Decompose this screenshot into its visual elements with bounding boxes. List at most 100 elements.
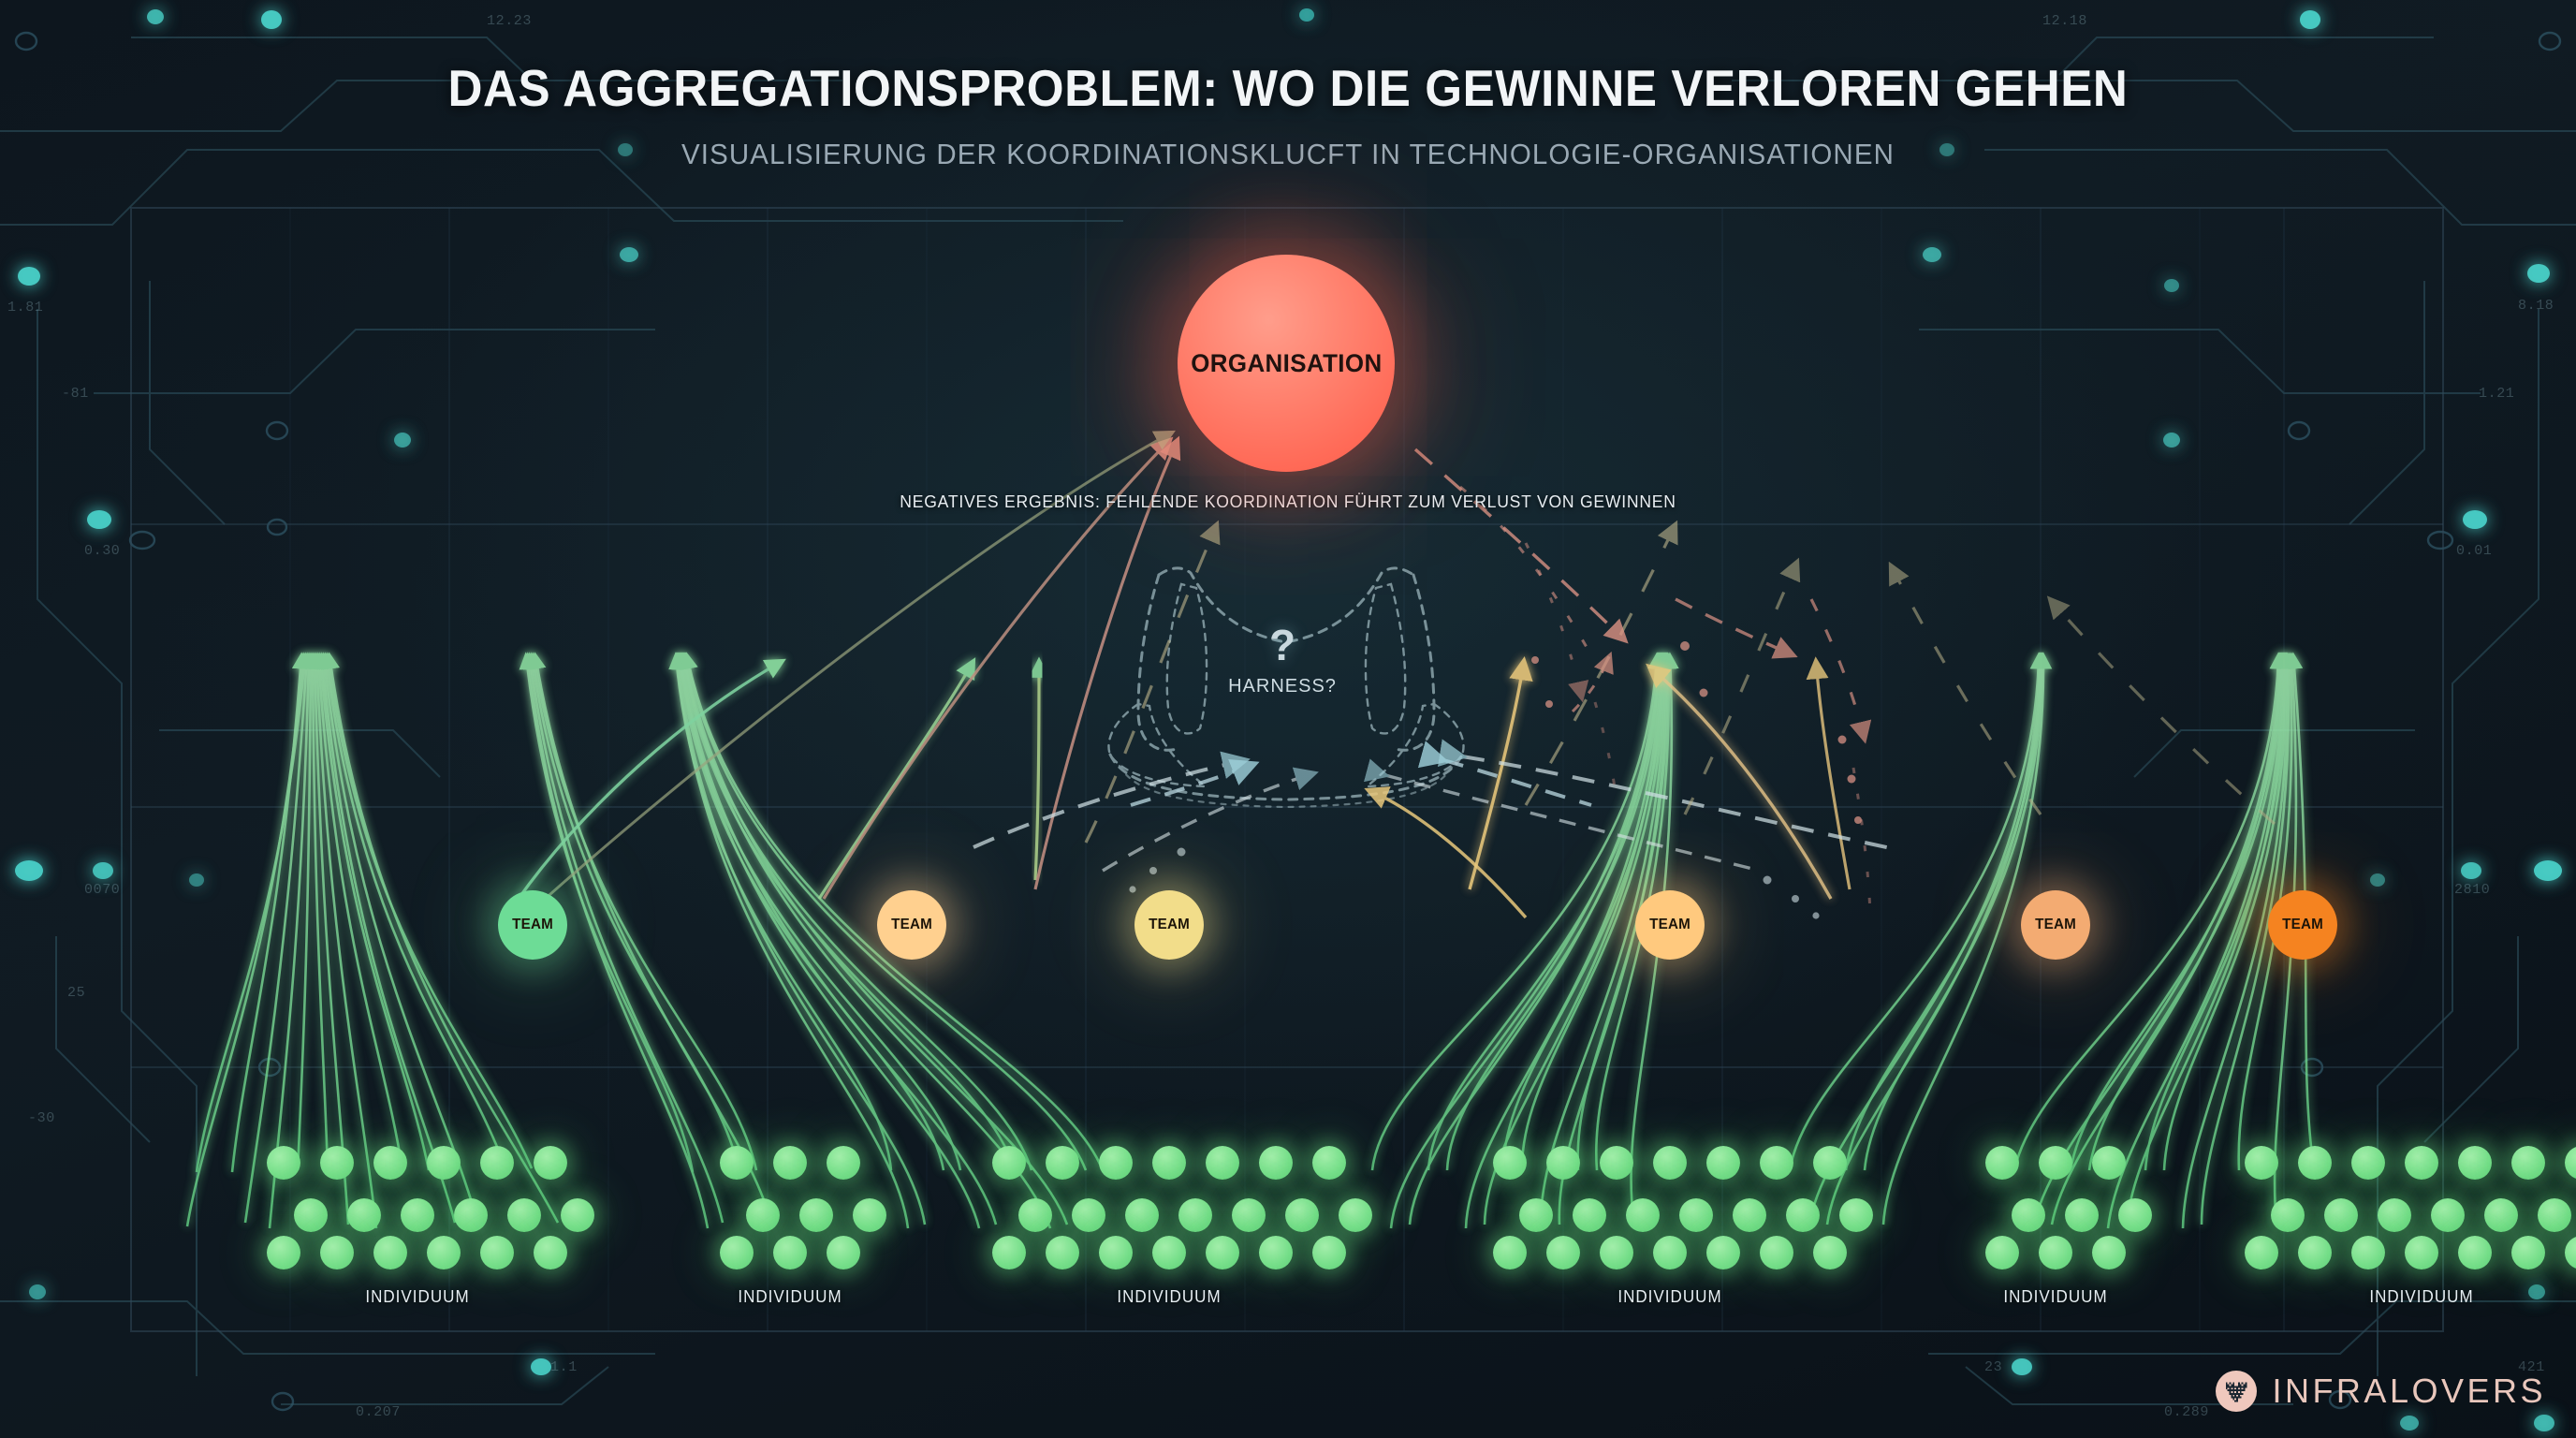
individual-node[interactable] (1652, 1236, 1687, 1269)
individual-node[interactable] (1599, 1146, 1633, 1180)
individual-node[interactable] (2484, 1198, 2519, 1232)
individual-node[interactable] (772, 1146, 807, 1180)
individual-node[interactable] (2510, 1236, 2545, 1269)
individual-node[interactable] (1258, 1236, 1293, 1269)
individual-node[interactable] (2091, 1236, 2126, 1269)
individual-node[interactable] (2350, 1236, 2385, 1269)
individual-node[interactable] (2038, 1236, 2072, 1269)
team-node-2[interactable]: TEAM (877, 890, 947, 960)
individual-node[interactable] (267, 1146, 301, 1180)
individual-node[interactable] (1573, 1198, 1607, 1232)
individual-node[interactable] (1285, 1198, 1320, 1232)
individual-node[interactable] (2350, 1146, 2385, 1180)
individual-node[interactable] (2271, 1198, 2305, 1232)
individual-node[interactable] (400, 1198, 434, 1232)
individual-node[interactable] (1258, 1146, 1293, 1180)
individual-node[interactable] (1759, 1146, 1793, 1180)
team-node-4[interactable]: TEAM (1634, 890, 1705, 960)
individual-node[interactable] (991, 1236, 1026, 1269)
individual-node[interactable] (373, 1146, 408, 1180)
individual-node[interactable] (1178, 1198, 1213, 1232)
individual-node[interactable] (1705, 1236, 1740, 1269)
individual-node[interactable] (1098, 1146, 1133, 1180)
individual-node[interactable] (826, 1236, 860, 1269)
individual-node[interactable] (1519, 1198, 1554, 1232)
individual-node[interactable] (1492, 1236, 1527, 1269)
individual-node[interactable] (2244, 1146, 2278, 1180)
individual-node[interactable] (1098, 1236, 1133, 1269)
individual-node[interactable] (719, 1236, 754, 1269)
individual-node[interactable] (320, 1236, 355, 1269)
individual-node[interactable] (2118, 1198, 2153, 1232)
individual-node[interactable] (453, 1198, 488, 1232)
individual-node[interactable] (2457, 1236, 2492, 1269)
individual-node[interactable] (799, 1198, 834, 1232)
individual-node[interactable] (1599, 1236, 1633, 1269)
individual-node[interactable] (2431, 1198, 2466, 1232)
individual-node[interactable] (2564, 1236, 2576, 1269)
individual-node[interactable] (746, 1198, 781, 1232)
individual-node[interactable] (772, 1236, 807, 1269)
individual-node[interactable] (2378, 1198, 2412, 1232)
individual-node[interactable] (1232, 1198, 1266, 1232)
individual-node[interactable] (719, 1146, 754, 1180)
individual-node[interactable] (2324, 1198, 2359, 1232)
individual-node[interactable] (2244, 1236, 2278, 1269)
individual-node[interactable] (2297, 1236, 2332, 1269)
individual-node[interactable] (1045, 1146, 1079, 1180)
individual-node[interactable] (1705, 1146, 1740, 1180)
individual-node[interactable] (1679, 1198, 1714, 1232)
team-node-1[interactable]: TEAM (498, 890, 568, 960)
individual-node[interactable] (1786, 1198, 1821, 1232)
individual-node[interactable] (1626, 1198, 1661, 1232)
individual-node[interactable] (2404, 1146, 2438, 1180)
organisation-node[interactable]: ORGANISATION (1178, 255, 1395, 472)
individual-node[interactable] (1151, 1236, 1186, 1269)
individual-node[interactable] (427, 1146, 461, 1180)
individual-node[interactable] (1984, 1236, 2019, 1269)
individual-node[interactable] (480, 1236, 515, 1269)
individual-node[interactable] (1205, 1236, 1239, 1269)
individual-node[interactable] (2457, 1146, 2492, 1180)
individual-node[interactable] (853, 1198, 887, 1232)
individual-node[interactable] (1018, 1198, 1053, 1232)
individual-node[interactable] (1045, 1236, 1079, 1269)
individual-node[interactable] (2404, 1236, 2438, 1269)
individual-node[interactable] (534, 1146, 568, 1180)
individual-node[interactable] (1733, 1198, 1767, 1232)
individual-node[interactable] (1205, 1146, 1239, 1180)
individual-node[interactable] (1311, 1146, 1346, 1180)
individual-node[interactable] (506, 1198, 541, 1232)
individual-node[interactable] (2564, 1146, 2576, 1180)
individual-node[interactable] (2510, 1146, 2545, 1180)
team-node-3[interactable]: TEAM (1134, 890, 1204, 960)
individual-node[interactable] (2538, 1198, 2572, 1232)
individual-node[interactable] (2038, 1146, 2072, 1180)
individual-node[interactable] (320, 1146, 355, 1180)
team-node-5[interactable]: TEAM (2020, 890, 2090, 960)
individual-node[interactable] (1125, 1198, 1160, 1232)
team-node-6[interactable]: TEAM (2267, 890, 2337, 960)
individual-node[interactable] (2091, 1146, 2126, 1180)
individual-node[interactable] (1652, 1146, 1687, 1180)
individual-node[interactable] (1545, 1146, 1580, 1180)
individual-node[interactable] (1759, 1236, 1793, 1269)
individual-node[interactable] (1151, 1146, 1186, 1180)
individual-node[interactable] (480, 1146, 515, 1180)
individual-node[interactable] (1812, 1146, 1847, 1180)
individual-node[interactable] (2065, 1198, 2100, 1232)
individual-node[interactable] (1311, 1236, 1346, 1269)
individual-node[interactable] (373, 1236, 408, 1269)
individual-node[interactable] (1839, 1198, 1874, 1232)
individual-node[interactable] (2297, 1146, 2332, 1180)
individual-node[interactable] (1492, 1146, 1527, 1180)
individual-node[interactable] (293, 1198, 328, 1232)
individual-node[interactable] (1072, 1198, 1106, 1232)
individual-node[interactable] (267, 1236, 301, 1269)
individual-node[interactable] (560, 1198, 594, 1232)
individual-node[interactable] (991, 1146, 1026, 1180)
individual-node[interactable] (1812, 1236, 1847, 1269)
individual-node[interactable] (1545, 1236, 1580, 1269)
individual-node[interactable] (346, 1198, 381, 1232)
individual-node[interactable] (1984, 1146, 2019, 1180)
